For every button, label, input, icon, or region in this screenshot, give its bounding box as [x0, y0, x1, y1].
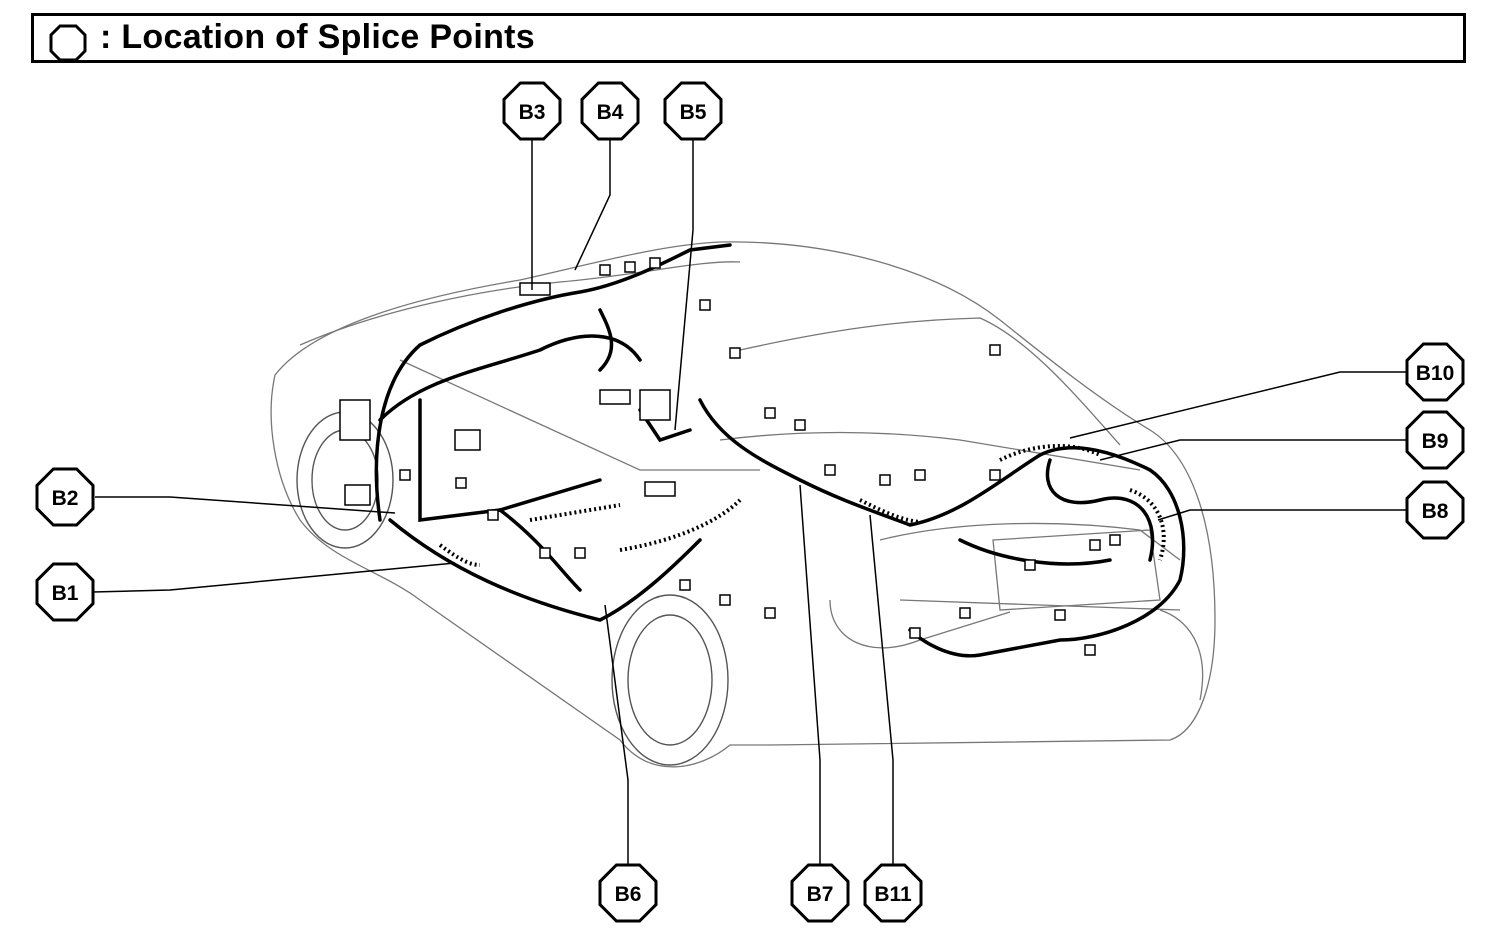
octagon-icon	[580, 81, 640, 141]
octagon-icon	[790, 863, 850, 923]
octagon-icon	[1405, 342, 1465, 402]
callout-label: B3	[519, 101, 546, 124]
callout-b7: B7	[790, 863, 850, 923]
connectors	[339, 257, 1121, 656]
callout-b11: B11	[863, 863, 923, 923]
octagon-icon	[598, 863, 658, 923]
octagon-icon	[502, 81, 562, 141]
wire-harness	[374, 243, 1186, 658]
callout-b4: B4	[580, 81, 640, 141]
octagon-icon	[863, 863, 923, 923]
callout-label: B9	[1422, 430, 1449, 453]
octagon-icon	[35, 467, 95, 527]
wire-bundles	[438, 444, 1166, 567]
car-body	[270, 241, 1216, 768]
callout-label: B8	[1422, 500, 1449, 523]
title-box	[31, 13, 1466, 63]
callout-b6: B6	[598, 863, 658, 923]
callout-b3: B3	[502, 81, 562, 141]
wheels	[296, 411, 729, 766]
callout-b2: B2	[35, 467, 95, 527]
octagon-icon	[1405, 480, 1465, 540]
callout-label: B7	[807, 883, 834, 906]
callout-b10: B10	[1405, 342, 1465, 402]
octagon-icon	[35, 562, 95, 622]
callout-label: B6	[615, 883, 642, 906]
callout-label: B2	[52, 487, 79, 510]
octagon-icon	[663, 81, 723, 141]
callout-b5: B5	[663, 81, 723, 141]
callout-b9: B9	[1405, 410, 1465, 470]
callout-label: B1	[52, 582, 79, 605]
callout-label: B11	[874, 883, 912, 906]
callout-b8: B8	[1405, 480, 1465, 540]
callout-label: B5	[680, 101, 707, 124]
callout-label: B4	[597, 101, 624, 124]
callout-b1: B1	[35, 562, 95, 622]
callout-label: B10	[1416, 362, 1455, 385]
page-title: : Location of Splice Points	[100, 18, 536, 56]
leader-lines	[92, 140, 1407, 865]
octagon-icon	[49, 24, 87, 62]
octagon-icon	[1405, 410, 1465, 470]
